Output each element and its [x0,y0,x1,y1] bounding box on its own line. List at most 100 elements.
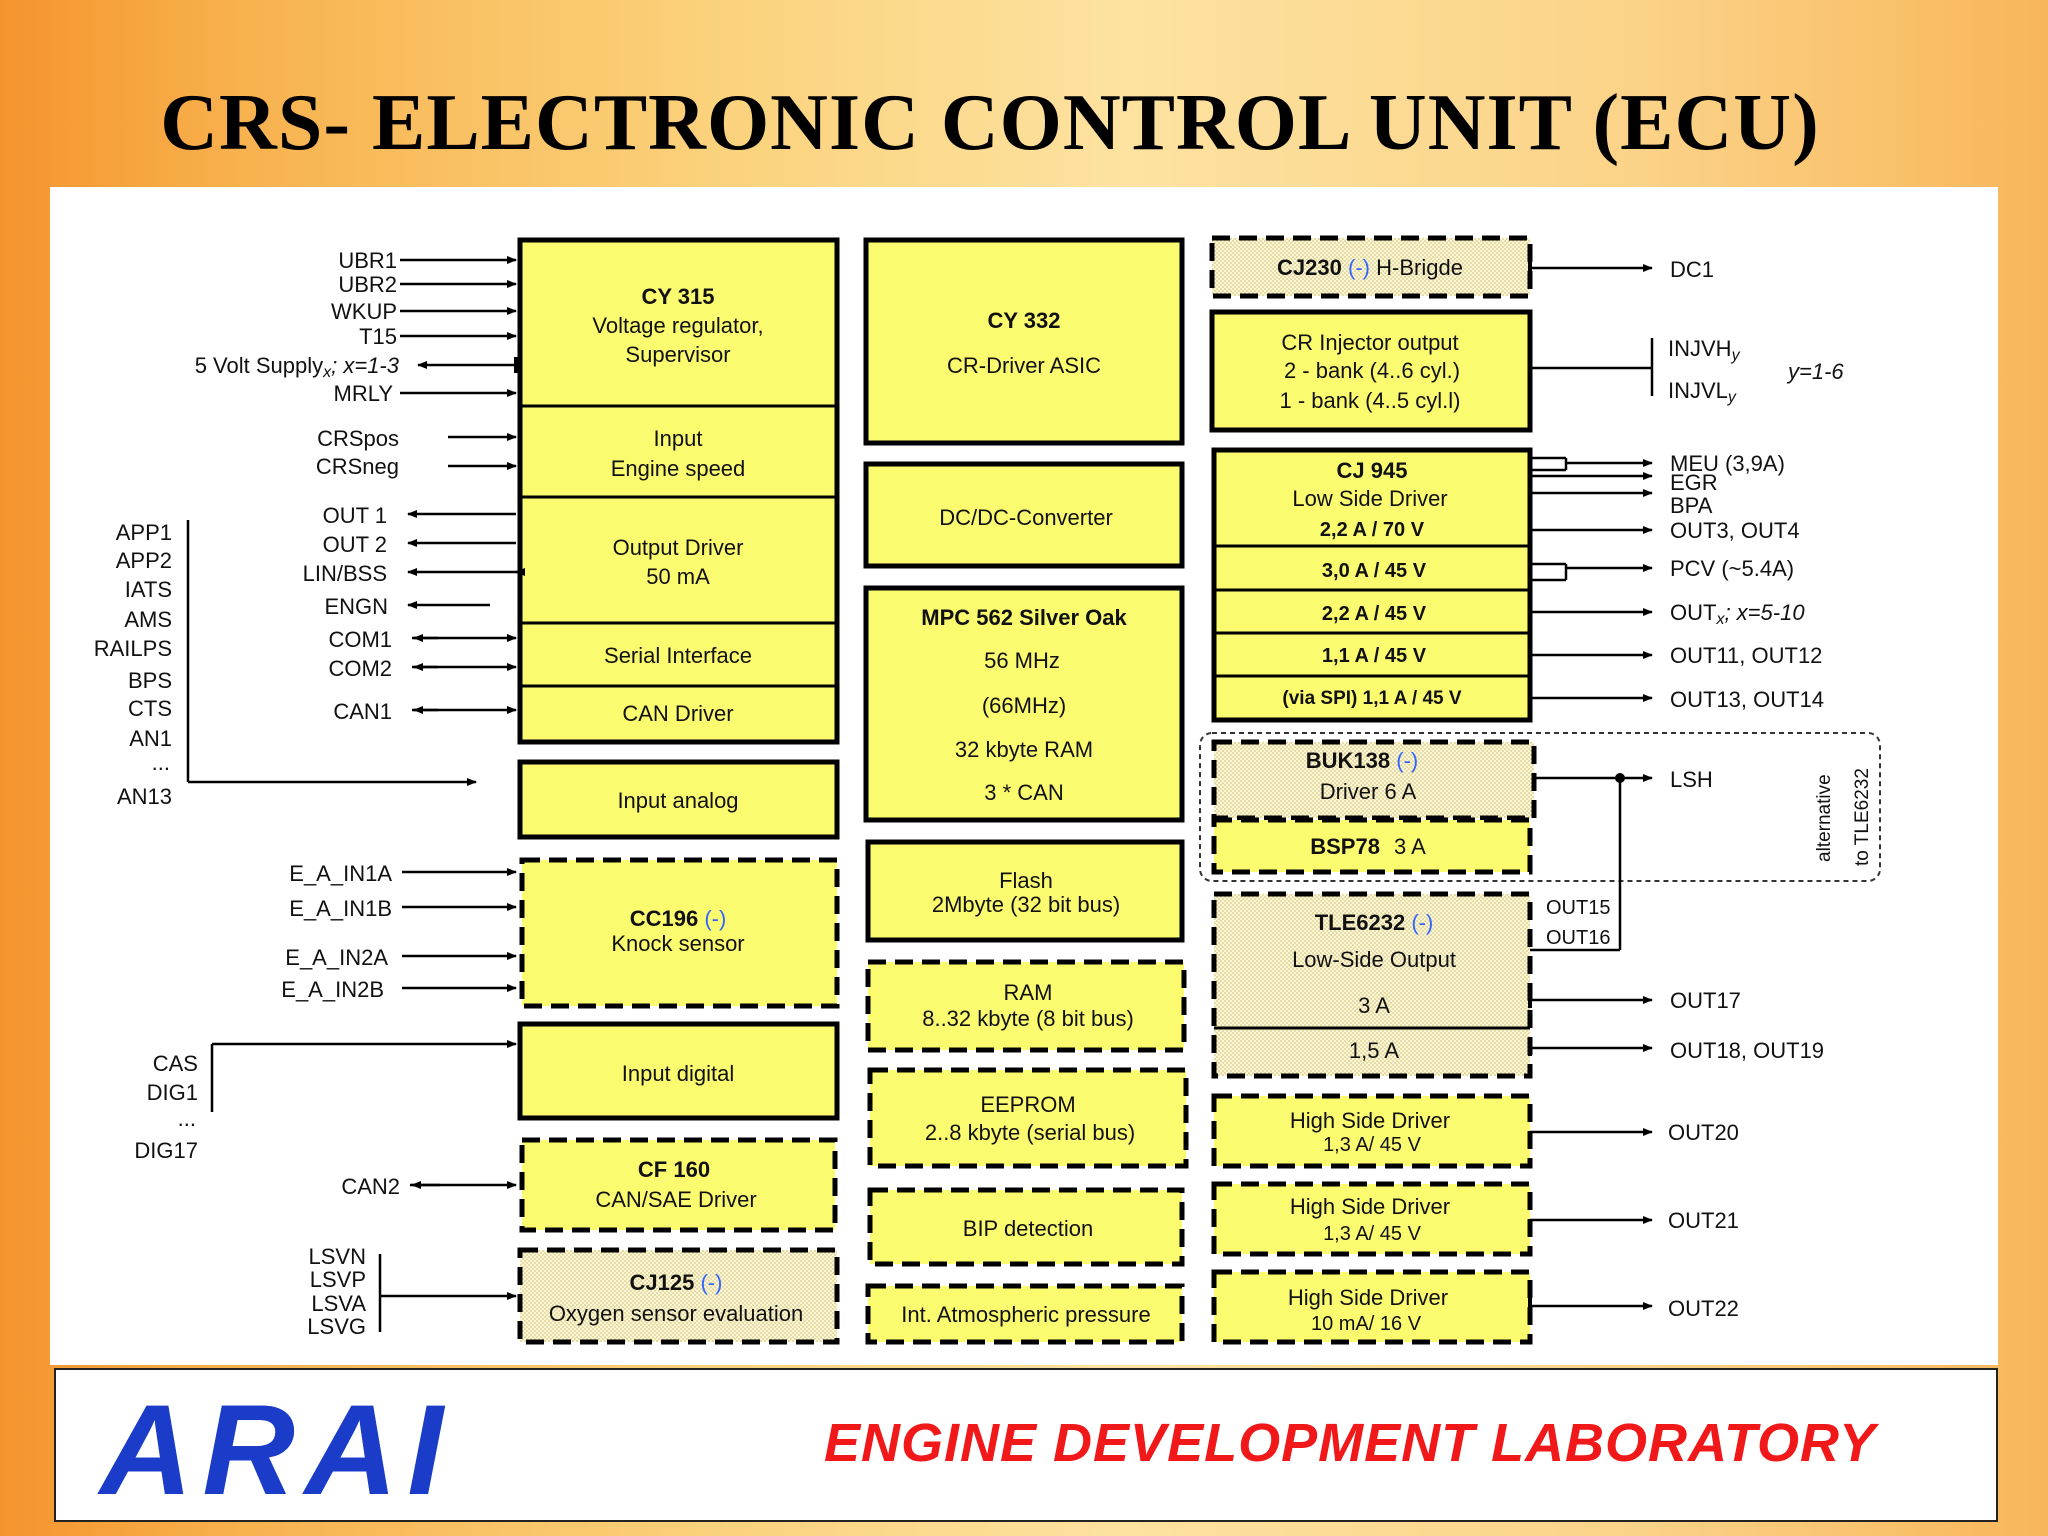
cj945-block [1211,447,1533,723]
tle6232-line2: 3 A [1358,993,1390,1018]
hs1-line2: 1,3 A/ 45 V [1323,1134,1422,1156]
mpc562-line4: 3 * CAN [984,780,1063,805]
input-line1: Input [654,426,703,451]
input-digital-block [517,1021,840,1121]
left-signal-labels: UBR1 UBR2 WKUP T15 5 Volt Supplyx; x=1-3… [94,248,400,1339]
signal-e-a-in1a: E_A_IN1A [289,861,392,886]
signal-out22: OUT22 [1668,1296,1739,1321]
cy315-name: CY 315 [642,284,715,309]
cf160-name: CF 160 [638,1157,710,1182]
signal-out18-out19: OUT18, OUT19 [1670,1038,1824,1063]
signal-5v-supply: 5 Volt Supplyx; x=1-3 [195,353,400,381]
signal-injvl: INJVLy [1668,378,1737,406]
dcdc-block [863,461,1185,569]
lsh-junction-dot [1615,773,1625,783]
signal-cts: CTS [128,696,172,721]
cj125-line1: Oxygen sensor evaluation [549,1301,803,1326]
output-driver-line1: Output Driver [613,535,744,560]
can-driver-label: CAN Driver [622,701,733,726]
hs3-line2: 10 mA/ 16 V [1311,1313,1422,1335]
signal-an1: AN1 [129,726,172,751]
bip-block [867,1187,1185,1267]
signal-e-a-in2a: E_A_IN2A [285,945,388,970]
bip-label: BIP detection [963,1216,1093,1241]
cj945-row5: (via SPI) 1,1 A / 45 V [1282,688,1462,709]
signal-y-range: y=1-6 [1786,359,1844,384]
output-driver-line2: 50 mA [646,564,710,589]
tle6232-tag: (-) [1411,910,1433,935]
eeprom-block [867,1067,1189,1169]
signal-linbss: LIN/BSS [303,561,387,586]
bsp78-block [1211,817,1533,875]
signal-ubr1: UBR1 [338,248,397,273]
signal-out11-out12: OUT11, OUT12 [1670,643,1822,668]
signal-out15: OUT15 [1546,897,1610,919]
cj230-line1: H-Brigde [1376,255,1463,280]
signal-out21: OUT21 [1668,1208,1739,1233]
atm-label: Int. Atmospheric pressure [901,1302,1150,1327]
cc196-tag: (-) [704,906,726,931]
signal-injvh: INJVHy [1668,336,1741,364]
cj945-name: CJ 945 [1337,458,1408,483]
signal-out20: OUT20 [1668,1120,1739,1145]
signal-dots-1: ... [152,750,170,775]
cy332-line1: CR-Driver ASIC [947,353,1101,378]
signal-com1: COM1 [328,627,392,652]
cj945-row4: 1,1 A / 45 V [1322,645,1427,667]
serial-interface-label: Serial Interface [604,643,752,668]
supply-text: 5 Volt Supply [195,353,323,378]
hs2-line1: High Side Driver [1290,1194,1450,1219]
flash-block [865,839,1185,943]
signal-lsvn: LSVN [309,1244,366,1269]
signal-crsneg: CRSneg [316,454,399,479]
svg-text:CJ125 (-): CJ125 (-) [630,1270,723,1295]
signal-lsvp: LSVP [310,1267,366,1292]
signal-engn: ENGN [324,594,388,619]
cj945-row2: 3,0 A / 45 V [1322,560,1427,582]
ram-block [865,959,1187,1053]
outx-subscript: x [1715,611,1725,628]
cj125-tag: (-) [700,1270,722,1295]
right-signal-labels: DC1 INJVHy INJVLy y=1-6 MEU (3,9A) EGR B… [1546,257,1873,1321]
alternative-label-2: to TLE6232 [1852,768,1873,866]
svg-text:BUK138 (-): BUK138 (-) [1306,748,1418,773]
cj945-row3: 2,2 A / 45 V [1322,603,1427,625]
hs3-line1: High Side Driver [1288,1285,1448,1310]
signal-railps: RAILPS [94,636,172,661]
eeprom-line2: 2..8 kbyte (serial bus) [925,1120,1135,1145]
cy332-block [863,237,1185,446]
left-connectors [186,256,525,1332]
ram-line2: 8..32 kbyte (8 bit bus) [922,1006,1134,1031]
mpc562-line2: (66MHz) [982,693,1066,718]
flash-line2: 2Mbyte (32 bit bus) [932,892,1120,917]
cy315-block [517,237,840,745]
ram-line1: RAM [1004,980,1053,1005]
signal-outx: OUTx; x=5-10 [1670,600,1805,628]
signal-can2: CAN2 [341,1174,400,1199]
signal-ubr2: UBR2 [338,272,397,297]
cc196-line1: Knock sensor [611,931,744,956]
cy315-line1: Voltage regulator, [592,313,763,338]
signal-out13-out14: OUT13, OUT14 [1670,687,1824,712]
cj230-block [1209,235,1533,299]
buk138-tag: (-) [1396,748,1418,773]
signal-dots-2: ... [178,1106,196,1131]
buk138-block [1211,739,1537,821]
signal-out1: OUT 1 [323,503,387,528]
signal-egr: EGR [1670,470,1718,495]
bsp78-name: BSP78 [1310,834,1380,859]
tle6232-block [1211,891,1533,1079]
input-line2: Engine speed [611,456,746,481]
signal-dig17: DIG17 [134,1138,198,1163]
cy332-name: CY 332 [988,308,1061,333]
signal-out17: OUT17 [1670,988,1741,1013]
signal-dc1: DC1 [1670,257,1714,282]
signal-out3-out4: OUT3, OUT4 [1670,518,1800,543]
signal-pcv: PCV (~5.4A) [1670,556,1794,581]
signal-e-a-in2b: E_A_IN2B [281,977,384,1002]
outx-range: ; x=5-10 [1724,600,1805,625]
signal-wkup: WKUP [331,299,397,324]
tle6232-line3: 1,5 A [1349,1038,1399,1063]
